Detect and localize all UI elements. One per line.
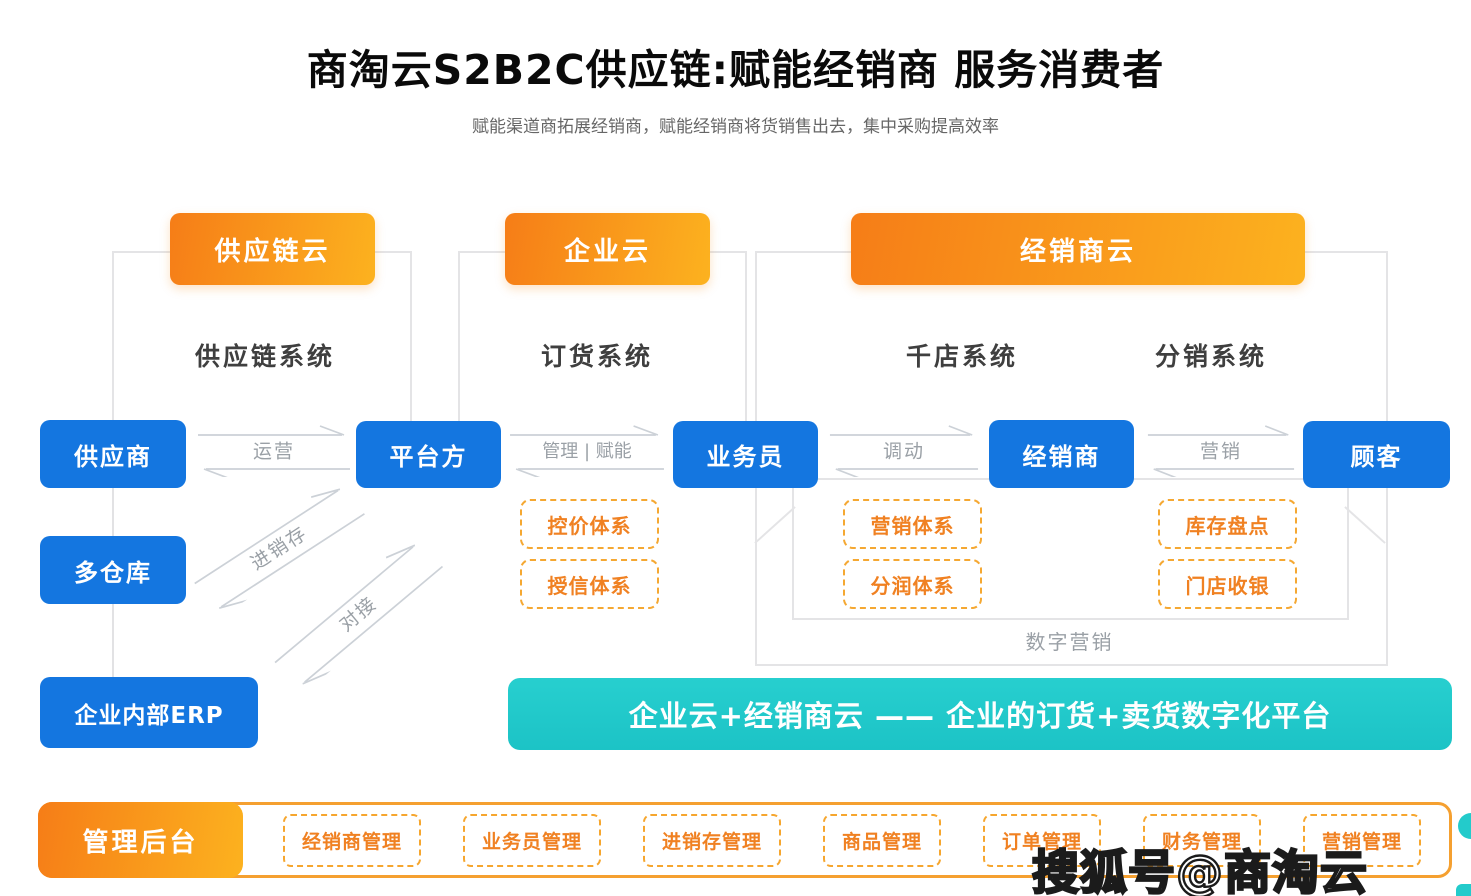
double-arrow-icon: [274, 544, 444, 685]
teal-fragment-circle: [1458, 813, 1471, 839]
platform-label: 平台方: [389, 443, 468, 471]
watermark-text: 搜狐号@商淘云: [1031, 845, 1368, 896]
supply-chain-cloud-header: 供应链云: [170, 213, 375, 285]
supplier-node: 供应商: [40, 420, 186, 488]
double-arrow-icon: [1147, 425, 1295, 477]
distribution-system-label: 分销系统: [1154, 342, 1268, 371]
manage-empower-arrow: 管理 | 赋能: [508, 423, 666, 477]
purchase-sale-stock-arrow-label: 进销存: [246, 521, 312, 575]
platform-banner-text: 企业云+经销商云 —— 企业的订货+卖货数字化平台: [628, 699, 1332, 733]
dealer-label: 经销商: [1022, 442, 1101, 471]
admin-backend-header: 管理后台: [38, 802, 243, 878]
erp-label: 企业内部ERP: [74, 702, 224, 729]
platform-banner: 企业云+经销商云 —— 企业的订货+卖货数字化平台: [508, 678, 1452, 750]
supply-chain-cloud-label: 供应链云: [214, 236, 331, 267]
store-cashier-box: 门店收银: [1158, 559, 1297, 609]
credit-label: 授信体系: [547, 573, 632, 598]
multi-warehouse-node: 多仓库: [40, 536, 186, 604]
ordering-system-label: 订货系统: [540, 342, 654, 371]
dispatch-arrow-label: 调动: [882, 440, 925, 463]
store-cashier-label: 门店收银: [1185, 573, 1270, 598]
profit-sharing-box: 分润体系: [843, 559, 982, 609]
marketing-arrow-label: 营销: [1199, 440, 1242, 463]
dealer-cloud-header: 经销商云: [851, 213, 1305, 285]
profit-sharing-label: 分润体系: [870, 573, 955, 598]
customer-node: 顾客: [1303, 421, 1450, 488]
double-arrow-icon: [198, 425, 350, 477]
admin-item-dealer-management: 经销商管理: [282, 813, 421, 867]
multi-warehouse-label: 多仓库: [74, 558, 152, 587]
manage-empower-arrow-label: 管理 | 赋能: [542, 441, 632, 462]
integration-arrow: 对接: [265, 530, 449, 697]
inventory-check-box: 库存盘点: [1158, 499, 1297, 549]
operations-arrow-label: 运营: [252, 440, 295, 463]
double-arrow-icon: [194, 488, 365, 610]
dealer-node: 经销商: [989, 420, 1134, 488]
digital-marketing-label: 数字营销: [1025, 630, 1114, 654]
double-arrow-icon: [510, 425, 664, 477]
marketing-system-box: 营销体系: [843, 499, 982, 549]
teal-fragment-corner: [1456, 884, 1471, 896]
enterprise-cloud-label: 企业云: [563, 236, 651, 267]
customer-label: 顾客: [1350, 443, 1403, 471]
connector-warehouse-erp: [112, 604, 114, 677]
salesman-label: 业务员: [706, 443, 785, 471]
admin-item-order-management: 订单管理: [982, 813, 1101, 867]
marketing-system-label: 营销体系: [870, 513, 955, 538]
dealer-cloud-label: 经销商云: [1019, 236, 1136, 267]
platform-node: 平台方: [356, 421, 501, 488]
admin-item-psi-management: 进销存管理: [642, 813, 781, 867]
purchase-sale-stock-arrow: 进销存: [186, 474, 371, 620]
supplier-label: 供应商: [74, 442, 152, 471]
credit-box: 授信体系: [520, 559, 659, 609]
inventory-check-label: 库存盘点: [1185, 513, 1270, 538]
erp-node: 企业内部ERP: [40, 677, 258, 748]
double-arrow-icon: [829, 425, 979, 477]
admin-items-row: 经销商管理 业务员管理 进销存管理 商品管理 订单管理 财务管理 营销管理: [262, 802, 1442, 878]
enterprise-cloud-header: 企业云: [505, 213, 710, 285]
admin-item-marketing-management: 营销管理: [1302, 813, 1421, 867]
price-control-box: 控价体系: [520, 499, 659, 549]
dispatch-arrow: 调动: [828, 423, 980, 477]
marketing-arrow: 营销: [1146, 423, 1296, 477]
salesman-node: 业务员: [673, 421, 818, 488]
admin-item-finance-management: 财务管理: [1142, 813, 1261, 867]
admin-item-product-management: 商品管理: [822, 813, 941, 867]
admin-backend-label: 管理后台: [82, 827, 199, 858]
operations-arrow: 运营: [196, 423, 352, 477]
admin-item-salesman-management: 业务员管理: [462, 813, 601, 867]
thousand-store-system-label: 千店系统: [905, 342, 1019, 371]
supply-chain-system-label: 供应链系统: [194, 342, 336, 371]
connector-supplier-warehouse: [112, 488, 114, 536]
price-control-label: 控价体系: [547, 513, 632, 538]
page-title: 商淘云S2B2C供应链:赋能经销商 服务消费者: [306, 46, 1165, 94]
page-subtitle: 赋能渠道商拓展经销商，赋能经销商将货销售出去，集中采购提高效率: [472, 117, 999, 137]
